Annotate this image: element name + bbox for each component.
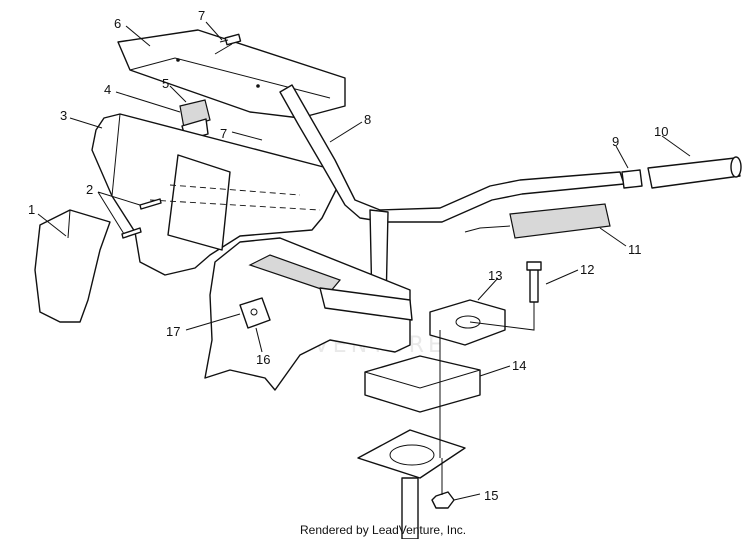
part-7-bolt-top [219, 33, 242, 46]
callout-3: 3 [60, 108, 67, 123]
callout-16: 16 [256, 352, 270, 367]
part-10-grip [647, 156, 742, 189]
callout-11: 11 [628, 242, 642, 257]
assembly-lines [214, 43, 535, 495]
leader-lines [37, 21, 691, 501]
callout-2: 2 [86, 182, 93, 197]
part-15-nut [431, 491, 455, 509]
callout-14: 14 [512, 358, 526, 373]
callout-6: 6 [114, 16, 121, 31]
part-14-clamp-lower [364, 355, 481, 413]
callout-5: 5 [162, 76, 169, 91]
footer-credit: Rendered by LeadVenture, Inc. [300, 523, 466, 537]
callout-15: 15 [484, 488, 498, 503]
callout-7-mid: 7 [220, 126, 227, 141]
callout-4: 4 [104, 82, 111, 97]
callout-13: 13 [488, 268, 502, 283]
callout-1: 1 [28, 202, 35, 217]
callout-labels: 1 2 3 4 5 6 7 7 8 9 10 11 12 13 14 15 16… [28, 8, 668, 503]
part-2-screws [121, 198, 162, 239]
callout-10: 10 [654, 124, 668, 139]
callout-8: 8 [364, 112, 371, 127]
part-13-clamp-upper [429, 299, 506, 346]
part-17-bracket [204, 237, 413, 391]
part-12-bolt [526, 261, 542, 303]
part-3-housing [91, 113, 341, 276]
callout-9: 9 [612, 134, 619, 149]
callout-17: 17 [166, 324, 180, 339]
callout-12: 12 [580, 262, 594, 277]
part-11-grip [464, 203, 611, 239]
mount-plate [357, 429, 466, 539]
part-1-guard [34, 209, 111, 323]
part-9-plug [621, 169, 643, 189]
callout-7-top: 7 [198, 8, 205, 23]
part-16-clip [239, 297, 271, 329]
